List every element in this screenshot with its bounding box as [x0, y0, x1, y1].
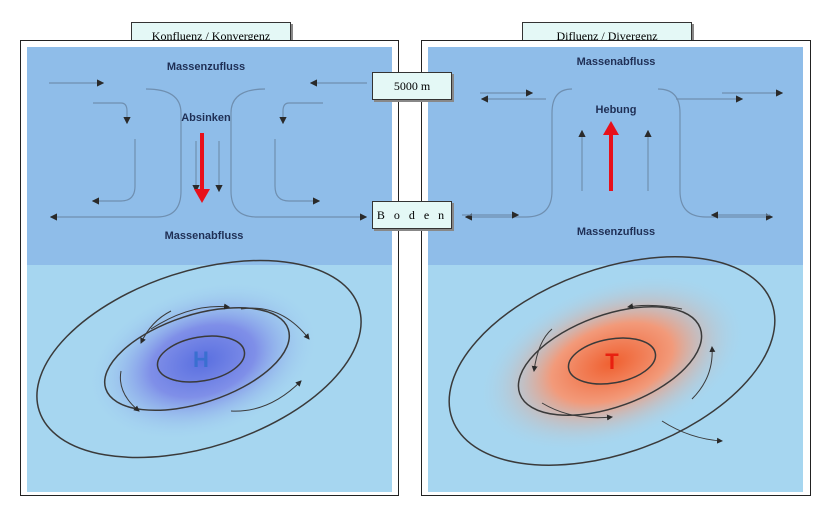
divergence-diagram: Massenabfluss Hebung Massenzufluss T: [428, 47, 803, 492]
right-top-text: Massenabfluss: [577, 56, 656, 68]
right-middle-text: Hebung: [596, 104, 637, 116]
convergence-diagram: Massenzufluss Absinken Massenabfluss H: [27, 47, 392, 492]
circulation-arrows: [531, 303, 723, 444]
flow-arrows: [49, 79, 368, 221]
left-top-text: Massenzufluss: [167, 61, 245, 73]
low-pressure-glow: [477, 273, 747, 453]
ground-label: B o d e n: [372, 201, 452, 229]
convergence-panel: Massenzufluss Absinken Massenabfluss H: [20, 40, 399, 496]
flow-arrows: [462, 88, 784, 221]
right-bottom-text: Massenzufluss: [577, 226, 655, 238]
subsidence-arrow-head: [194, 189, 210, 203]
left-bottom-text: Massenabfluss: [165, 230, 244, 242]
high-pressure-glow: [86, 280, 320, 442]
high-letter: H: [193, 347, 209, 372]
isobars: [36, 259, 362, 459]
divergence-panel: Massenabfluss Hebung Massenzufluss T: [421, 40, 811, 496]
lifting-arrow-head: [603, 121, 619, 135]
low-letter: T: [605, 349, 619, 374]
altitude-label: 5000 m: [372, 72, 452, 100]
upper-air-region: [428, 47, 803, 265]
left-middle-text: Absinken: [181, 112, 231, 124]
isobars: [448, 256, 776, 466]
circulation-arrows: [119, 303, 310, 412]
